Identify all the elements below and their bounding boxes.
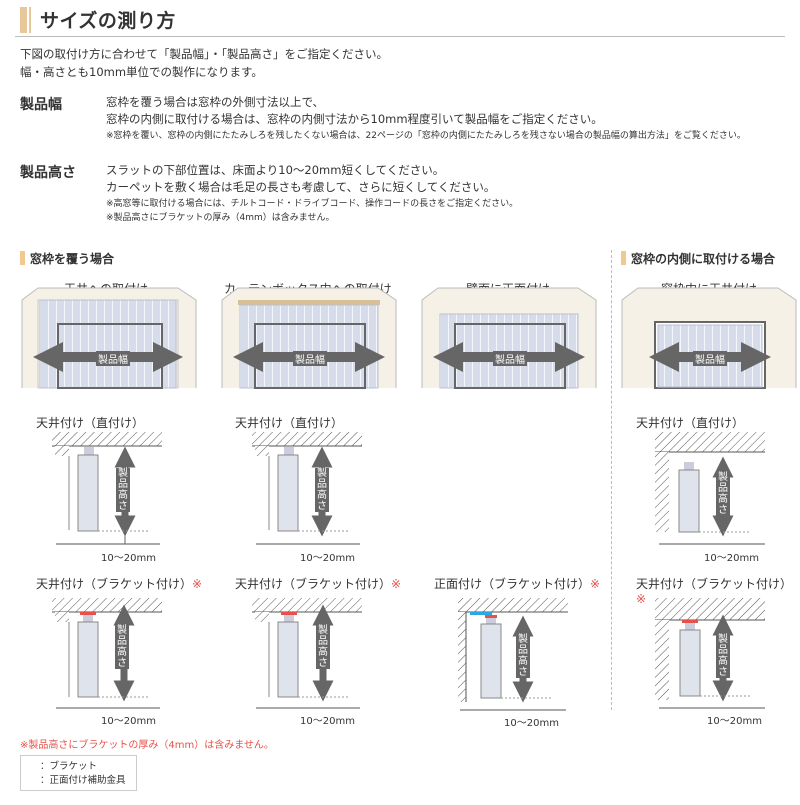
height-label-r2-3: 製品高さ	[516, 634, 530, 678]
detail-ceiling-bracket-1	[52, 598, 162, 709]
detail-front-bracket	[458, 598, 568, 711]
title-accent-mark-thin	[29, 7, 31, 33]
height-label-r1-2: 製品高さ	[315, 468, 329, 512]
gap-label-r2-2: 10～20mm	[300, 716, 355, 727]
width-line-1: 窓枠を覆う場合は窓枠の外側寸法以上で、	[106, 95, 325, 109]
gap-label-r1-3: 10～20mm	[704, 553, 759, 564]
window-diagram-curtain-box	[221, 287, 397, 389]
legend-aux-label: ：正面付け補助金具	[40, 775, 126, 786]
width-label-2: 製品幅	[293, 351, 327, 366]
height-note-2: ※製品高さにブラケットの厚み（4mm）は含みません。	[106, 213, 335, 223]
gap-label-r1-1: 10～20mm	[101, 553, 156, 564]
detail-ceiling-bracket-2	[252, 598, 362, 709]
height-label-r2-2: 製品高さ	[316, 625, 330, 669]
height-line-2: カーペットを敷く場合は毛足の長さも考慮して、さらに短くしてください。	[106, 180, 496, 194]
page-title: サイズの測り方	[40, 10, 176, 32]
detail-caption-r2-1: 天井付け（ブラケット付け）※	[36, 577, 203, 591]
height-line-1: スラットの下部位置は、床面より10～20mm短くしてください。	[106, 163, 445, 177]
gap-label-r2-3: 10～20mm	[504, 718, 559, 729]
gap-label-r1-2: 10～20mm	[300, 553, 355, 564]
title-underline	[15, 8, 785, 37]
detail-caption-r2-4: 天井付け（ブラケット付け）※	[636, 577, 793, 606]
width-section-label: 製品幅	[20, 97, 62, 113]
cover-heading-mark	[20, 251, 25, 265]
height-section-label: 製品高さ	[20, 165, 76, 181]
section-divider	[611, 250, 612, 710]
detail-caption-r1-2: 天井付け（直付け）	[235, 416, 344, 430]
width-label-4: 製品幅	[693, 351, 727, 366]
legend-bracket-label: ：ブラケット	[40, 761, 98, 772]
gap-label-r2-1: 10～20mm	[101, 716, 156, 727]
detail-ceiling-direct-inside	[655, 432, 765, 545]
detail-ceiling-bracket-inside	[655, 598, 765, 709]
width-line-2: 窓枠の内側に取付ける場合は、窓枠の内側寸法から10mm程度引いて製品幅をご指定く…	[106, 112, 603, 126]
detail-caption-r2-3: 正面付け（ブラケット付け）※	[434, 577, 601, 591]
detail-caption-r1-1: 天井付け（直付け）	[36, 416, 145, 430]
inside-heading-mark	[621, 251, 626, 265]
inside-heading: 窓枠の内側に取付ける場合	[631, 252, 776, 266]
height-note-1: ※高窓等に取付ける場合には、チルトコード・ドライブコード、操作コードの長さをご指…	[106, 199, 519, 209]
detail-ceiling-direct-2	[252, 432, 362, 545]
window-diagram-inside	[621, 287, 797, 389]
legend	[20, 755, 137, 791]
height-label-r2-4: 製品高さ	[716, 634, 730, 678]
detail-caption-r1-3: 天井付け（直付け）	[636, 416, 745, 430]
gap-label-r2-4: 10～20mm	[707, 716, 762, 727]
intro-line-1: 下図の取付け方に合わせて「製品幅」・「製品高さ」をご指定ください。	[20, 47, 388, 61]
window-diagram-ceiling	[21, 287, 197, 389]
footnote: ※製品高さにブラケットの厚み（4mm）は含みません。	[20, 740, 274, 751]
height-label-r1-3: 製品高さ	[716, 472, 730, 516]
height-label-r2-1: 製品高さ	[115, 625, 129, 669]
intro-line-2: 幅・高さとも10mm単位での製作になります。	[20, 65, 263, 79]
height-label-r1-1: 製品高さ	[116, 468, 130, 512]
detail-caption-r2-2: 天井付け（ブラケット付け）※	[235, 577, 402, 591]
cover-heading: 窓枠を覆う場合	[30, 252, 115, 266]
title-accent-mark	[20, 7, 27, 33]
width-note: ※窓枠を覆い、窓枠の内側にたたみしろを残したくない場合は、22ページの「窓枠の内…	[106, 131, 746, 141]
window-diagram-wall-front	[421, 287, 597, 389]
width-label-3: 製品幅	[493, 351, 527, 366]
width-label-1: 製品幅	[96, 351, 130, 366]
detail-ceiling-direct-1	[52, 432, 162, 545]
